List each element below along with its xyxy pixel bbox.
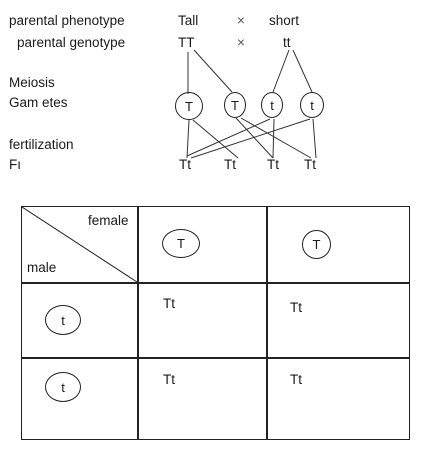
line-tt-gamete4: [292, 49, 313, 93]
line-g2-f1c: [235, 117, 274, 159]
gamete-circle: T: [175, 92, 203, 120]
phenotype-parent1: Tall: [178, 13, 199, 28]
gamete-allele: t: [310, 97, 314, 113]
phenotype-parent2: short: [269, 13, 300, 28]
f1-label: Fı: [9, 157, 21, 172]
male-gamete-circle: t: [45, 305, 81, 335]
female-gamete-circle: T: [162, 229, 200, 258]
gamete-circle: t: [300, 92, 324, 118]
punnett-cell: Tt: [290, 300, 302, 315]
header-diagonal: [22, 207, 138, 283]
grid-divider: [266, 207, 268, 439]
line-g4-f1d: [312, 118, 317, 159]
punnett-cell: Tt: [290, 372, 302, 387]
f1-offspring: Tt: [304, 157, 316, 172]
grid-divider: [22, 282, 409, 284]
phenotype-label: parental phenotype: [9, 13, 125, 28]
male-gamete-allele: t: [61, 379, 65, 395]
male-gamete-allele: t: [61, 312, 65, 328]
punnett-cell: Tt: [163, 296, 175, 311]
gamete-allele: T: [231, 97, 239, 113]
genotype-parent2: tt: [283, 35, 291, 50]
fertilization-label: fertilization: [9, 137, 74, 152]
punnett-cell: Tt: [163, 372, 175, 387]
gamete-allele: T: [185, 98, 193, 114]
gamete-allele: t: [270, 97, 274, 113]
phenotype-cross-sign: ×: [237, 13, 245, 28]
gametes-label: Gam etes: [9, 95, 68, 110]
line-g1-f1a: [186, 119, 190, 159]
female-gamete-allele: T: [177, 236, 185, 251]
female-gamete-allele: T: [312, 237, 321, 252]
grid-divider: [137, 207, 139, 439]
line-g3-f1a: [186, 118, 271, 157]
line-g1-f1b: [192, 119, 239, 159]
line-TT-gamete2: [193, 49, 233, 93]
genotype-parent1: TT: [178, 35, 195, 50]
header-female: female: [88, 213, 129, 228]
gamete-circle: T: [224, 92, 246, 118]
line-tt-gamete3: [272, 49, 290, 93]
cross-diagram-lines: [186, 49, 317, 159]
grid-divider: [22, 357, 409, 359]
f1-offspring: Tt: [224, 157, 236, 172]
header-male: male: [27, 260, 57, 275]
line-g4-f1a: [190, 118, 311, 159]
f1-offspring: Tt: [267, 157, 279, 172]
f1-offspring: Tt: [179, 157, 191, 172]
meiosis-label: Meiosis: [9, 75, 55, 90]
genotype-label: parental genotype: [17, 35, 126, 50]
punnett-square: [21, 206, 410, 440]
male-gamete-circle: t: [45, 372, 81, 402]
line-g3-f1c: [272, 118, 275, 159]
gamete-circle: t: [261, 92, 283, 118]
genotype-cross-sign: ×: [237, 35, 245, 50]
line-g2-f1d: [240, 117, 312, 159]
female-gamete-circle: T: [302, 230, 331, 259]
